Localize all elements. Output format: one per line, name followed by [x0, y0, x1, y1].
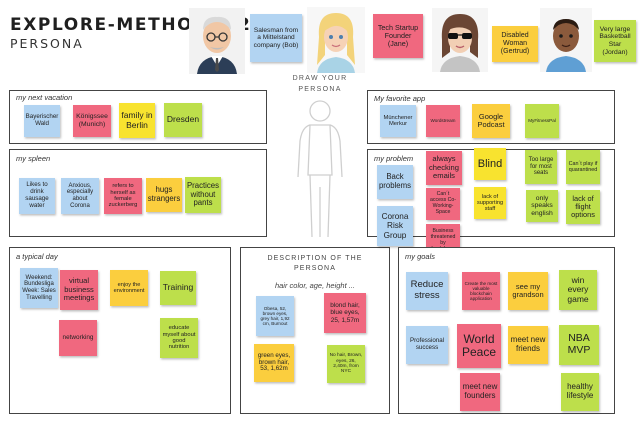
sticky-note[interactable]: virtual business meetings: [60, 270, 98, 310]
section-label-favorite-app: My favorite app: [374, 94, 426, 103]
persona-label-jane[interactable]: Tech Startup Founder (Jane): [373, 14, 423, 58]
sticky-note[interactable]: Münchener Merkur: [380, 105, 416, 137]
sticky-note[interactable]: networking: [59, 320, 97, 356]
sticky-note[interactable]: meet new friends: [508, 326, 548, 364]
sticky-note[interactable]: enjoy the environment: [110, 270, 148, 306]
sticky-note[interactable]: lack of flight options: [566, 190, 600, 224]
sticky-note[interactable]: meet new founders: [460, 373, 500, 411]
sticky-note[interactable]: Bayerischer Wald: [24, 105, 60, 137]
page-subtitle: PERSONA: [10, 36, 84, 51]
draw-caption-line1: DRAW YOUR: [292, 75, 348, 82]
sticky-note[interactable]: World Peace: [457, 324, 501, 368]
section-label-my-goals: my goals: [405, 252, 436, 261]
sticky-note[interactable]: Professional success: [406, 326, 448, 364]
sticky-note[interactable]: Reduce stress: [406, 272, 448, 310]
sticky-note[interactable]: Practices without pants: [185, 177, 221, 213]
avatar-bob-image[interactable]: [189, 8, 245, 74]
sticky-note[interactable]: healthy lifestyle: [561, 373, 599, 411]
section-label-typical-day: a typical day: [16, 252, 58, 261]
sticky-note[interactable]: Anxious, especially about Corona: [61, 178, 99, 214]
sticky-note[interactable]: Back problems: [377, 165, 413, 199]
sticky-note[interactable]: green eyes, brown hair, 53, 1,62m: [254, 344, 294, 382]
sticky-note[interactable]: see my grandson: [508, 272, 548, 310]
sticky-note[interactable]: Blind: [474, 148, 506, 180]
sticky-note[interactable]: hugs strangers: [146, 178, 182, 212]
person-outline-drawing: [297, 100, 343, 238]
sticky-note[interactable]: Dresden: [164, 103, 202, 137]
sticky-note[interactable]: Can´t access Co-Working-Space: [426, 188, 460, 220]
sticky-note[interactable]: Wordstream: [426, 105, 460, 137]
sticky-note[interactable]: Weekend: Bundesliga Week: Sales Travelli…: [20, 268, 58, 308]
sticky-note[interactable]: Corona Risk Group: [377, 206, 413, 246]
persona-label-bob[interactable]: Salesman from a Mittelstand company (Bob…: [250, 14, 302, 62]
sticky-note[interactable]: Too large for most seats: [525, 150, 557, 184]
section-label-my-spleen: my spleen: [16, 154, 51, 163]
avatar-jordan-image[interactable]: [540, 8, 592, 72]
sticky-note[interactable]: Training: [160, 271, 196, 305]
description-subtitle: hair color, age, height ...: [274, 281, 356, 290]
sticky-note[interactable]: only speaks english: [526, 190, 558, 222]
sticky-note[interactable]: refers to herself as female zuckerberg: [104, 178, 142, 214]
section-label-my-problem: my problem: [374, 154, 414, 163]
sticky-note[interactable]: always checking emails: [426, 151, 462, 185]
sticky-note[interactable]: MyFitnessPal: [525, 104, 559, 138]
persona-label-gertrud[interactable]: Disabled Woman (Gertrud): [492, 26, 538, 62]
sticky-note[interactable]: blond hair, blue eyes, 25, 1,57m: [324, 293, 366, 333]
sticky-note[interactable]: Can´t play if quarantined: [566, 150, 600, 184]
sticky-note[interactable]: Google Podcast: [472, 104, 510, 138]
sticky-note[interactable]: educate myself about good nutrition: [160, 318, 198, 358]
description-title-line1: DESCRIPTION OF THE: [267, 255, 363, 262]
avatar-jane-image[interactable]: [307, 7, 365, 73]
draw-caption-line2: PERSONA: [298, 86, 342, 93]
sticky-note[interactable]: win every game: [559, 270, 597, 310]
description-title-line2: PERSONA: [294, 265, 336, 272]
sticky-note[interactable]: Königssee (Munich): [73, 105, 111, 137]
section-label-next-vacation: my next vacation: [16, 93, 73, 102]
sticky-note[interactable]: Likes to drink sausage water: [19, 178, 55, 214]
sticky-note[interactable]: family in Berlin: [119, 103, 155, 138]
sticky-note[interactable]: NBA MVP: [559, 325, 599, 365]
sticky-note[interactable]: lack of supporting staff: [474, 187, 506, 219]
persona-label-jordan[interactable]: Very large Basketball Star (Jordan): [594, 20, 636, 62]
sticky-note[interactable]: No hair, Brown, eyes, 26, 2,40m, from NY…: [327, 345, 365, 383]
sticky-note[interactable]: Obesa, 52, brown eyes, grey hair, 1,92 c…: [256, 296, 294, 336]
avatar-gertrud-image[interactable]: [432, 8, 488, 72]
sticky-note[interactable]: Create the most valuable blockchain appl…: [462, 272, 500, 310]
